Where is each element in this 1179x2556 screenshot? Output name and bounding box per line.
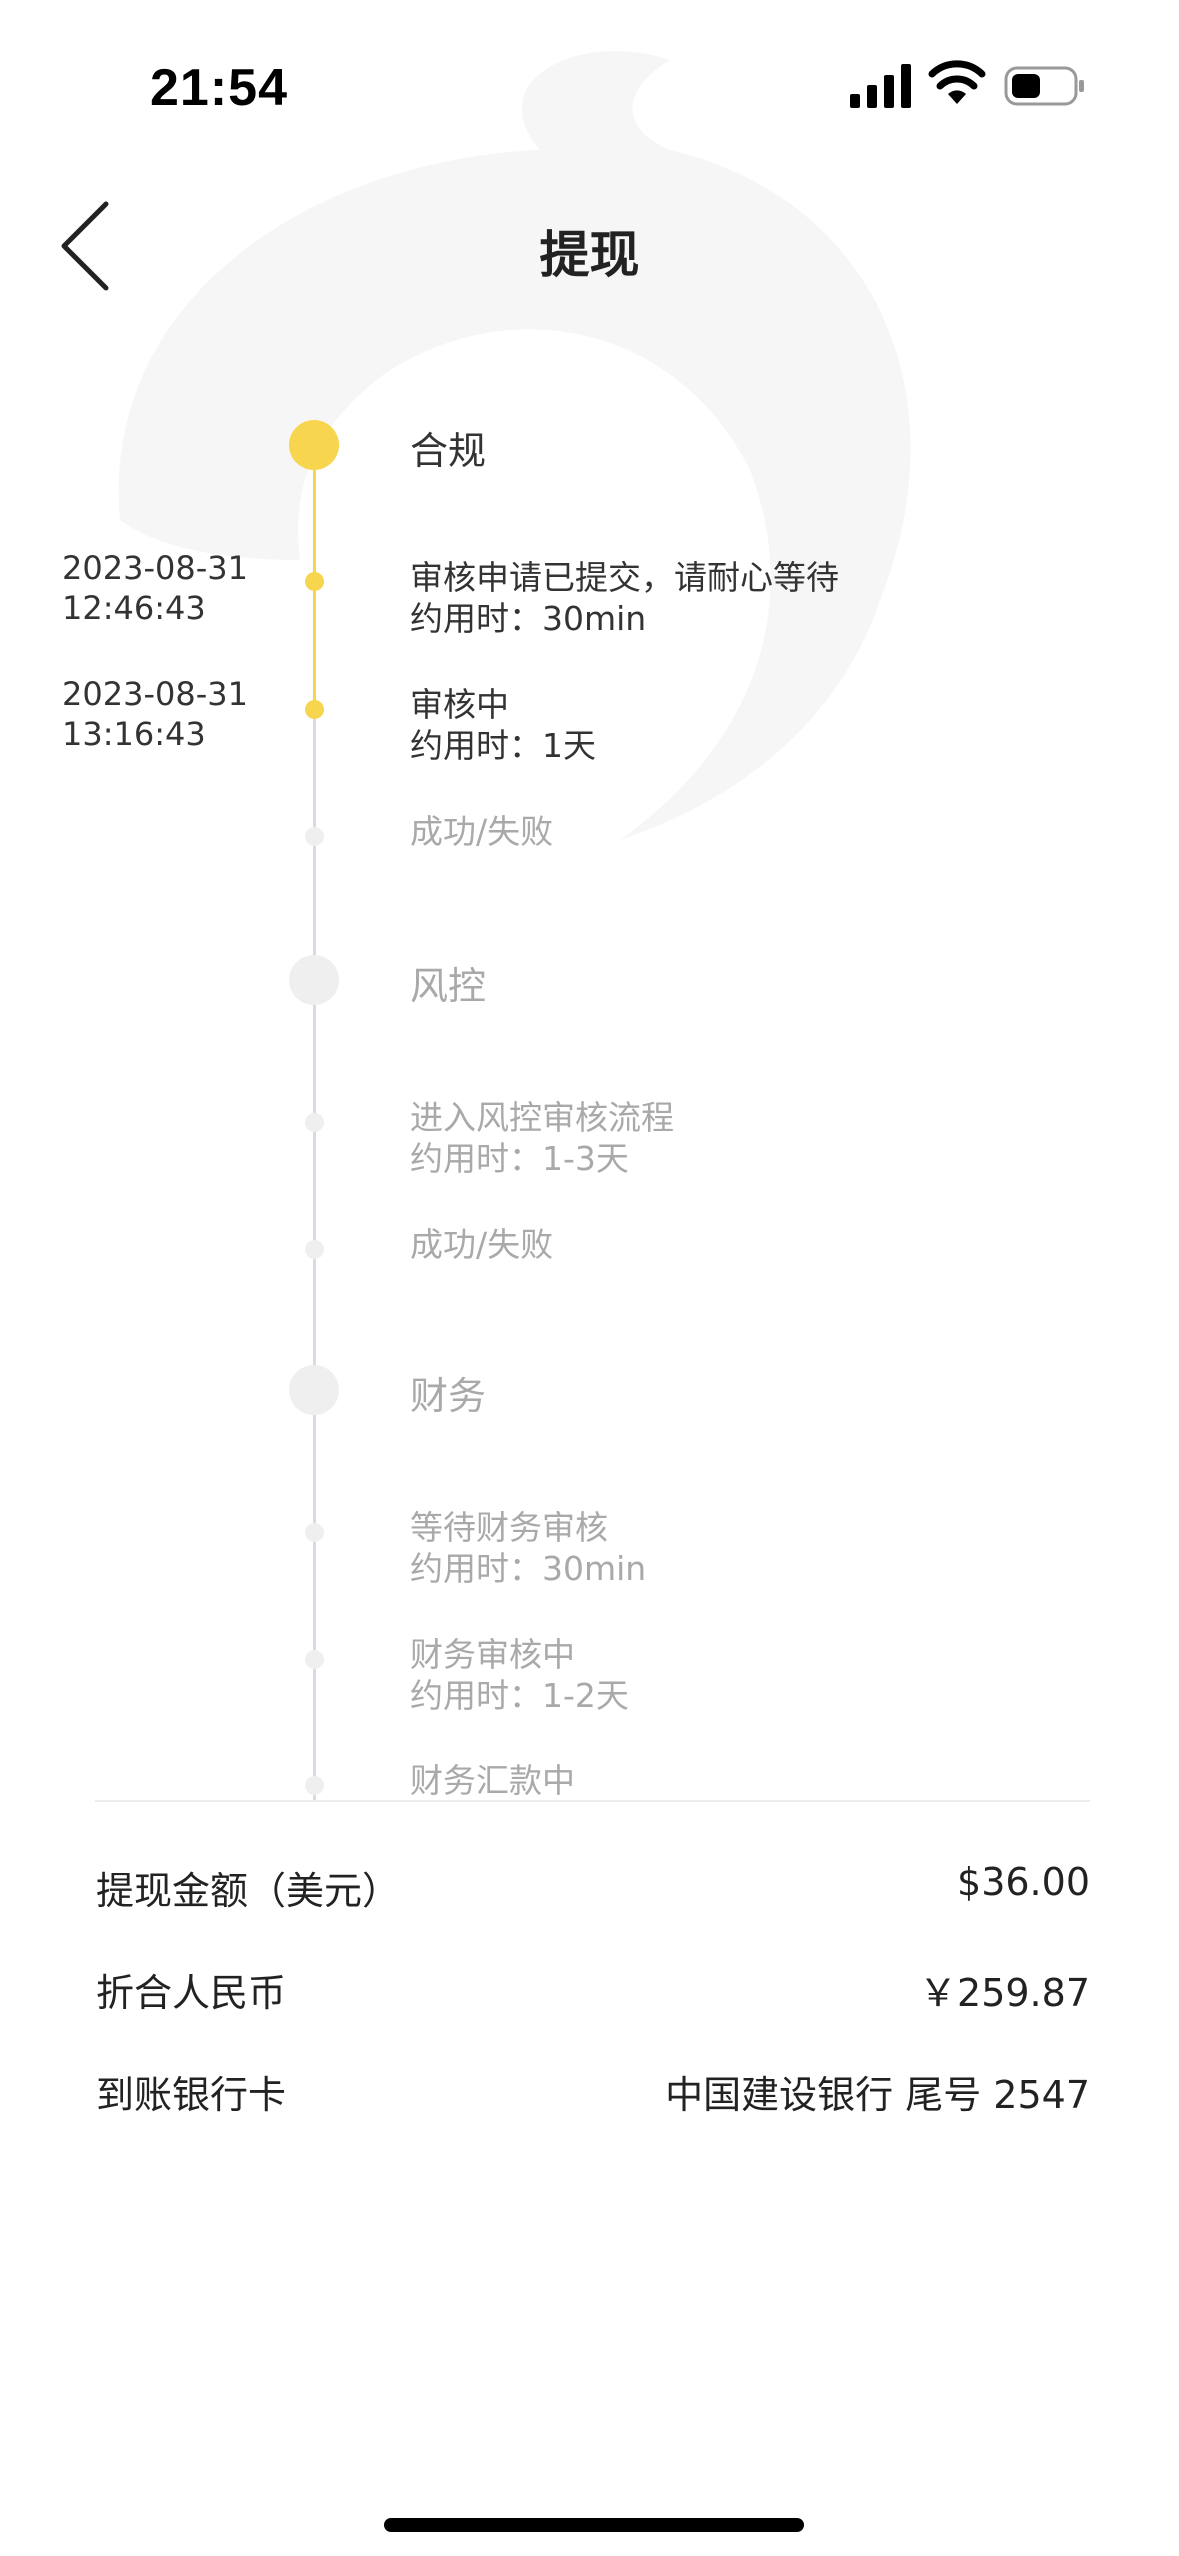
step-node: [305, 1523, 324, 1542]
step-title: 审核申请已提交，请耐心等待: [410, 558, 839, 597]
battery-icon: [1004, 66, 1084, 106]
back-chevron-icon[interactable]: [50, 196, 120, 296]
step-title: 等待财务审核: [410, 1508, 608, 1547]
step-duration: 约用时：1天: [410, 726, 596, 765]
wifi-icon: [928, 60, 986, 104]
phase-label-risk-control: 风控: [410, 964, 487, 1008]
bank-card-label: 到账银行卡: [96, 2073, 287, 2117]
status-time: 21:54: [150, 59, 288, 117]
step-duration: 约用时：30min: [410, 599, 647, 638]
step-node: [305, 1240, 324, 1259]
step-title: 财务汇款中: [410, 1761, 575, 1800]
phase-label-compliance: 合规: [410, 429, 487, 473]
step-duration: 约用时：1-2天: [410, 1676, 629, 1715]
step-title: 成功/失败: [410, 812, 554, 851]
step-title: 进入风控审核流程: [410, 1098, 674, 1137]
step-node: [305, 700, 324, 719]
step-duration: 约用时：1-3天: [410, 1139, 629, 1178]
step-time: 13:16:43: [62, 715, 206, 753]
step-title: 财务审核中: [410, 1635, 575, 1674]
cellular-signal-icon: [850, 64, 911, 108]
step-title: 审核中: [410, 685, 509, 724]
step-date: 2023-08-31: [62, 549, 248, 587]
step-date: 2023-08-31: [62, 675, 248, 713]
step-title: 成功/失败: [410, 1225, 554, 1264]
step-time: 12:46:43: [62, 589, 206, 627]
rmb-label: 折合人民币: [96, 1971, 287, 2015]
step-node: [305, 1113, 324, 1132]
phase-node-finance: [289, 1365, 339, 1415]
phase-label-finance: 财务: [410, 1374, 487, 1418]
home-indicator[interactable]: [384, 2518, 804, 2532]
rmb-value: ￥259.87: [919, 1971, 1090, 2015]
progress-timeline: 合规 2023-08-31 12:46:43 审核申请已提交，请耐心等待 约用时…: [62, 420, 839, 1800]
step-node: [305, 1776, 324, 1795]
phase-node-compliance: [289, 420, 339, 470]
amount-value: $36.00: [957, 1860, 1090, 1904]
page-title: 提现: [539, 226, 640, 284]
phase-node-risk-control: [289, 955, 339, 1005]
step-node: [305, 1650, 324, 1669]
step-node: [305, 827, 324, 846]
step-node: [305, 572, 324, 591]
amount-label: 提现金额（美元）: [96, 1869, 401, 1913]
step-duration: 约用时：30min: [410, 1549, 647, 1588]
divider: [95, 1800, 1090, 1802]
bank-card-value: 中国建设银行 尾号 2547: [665, 2073, 1090, 2117]
